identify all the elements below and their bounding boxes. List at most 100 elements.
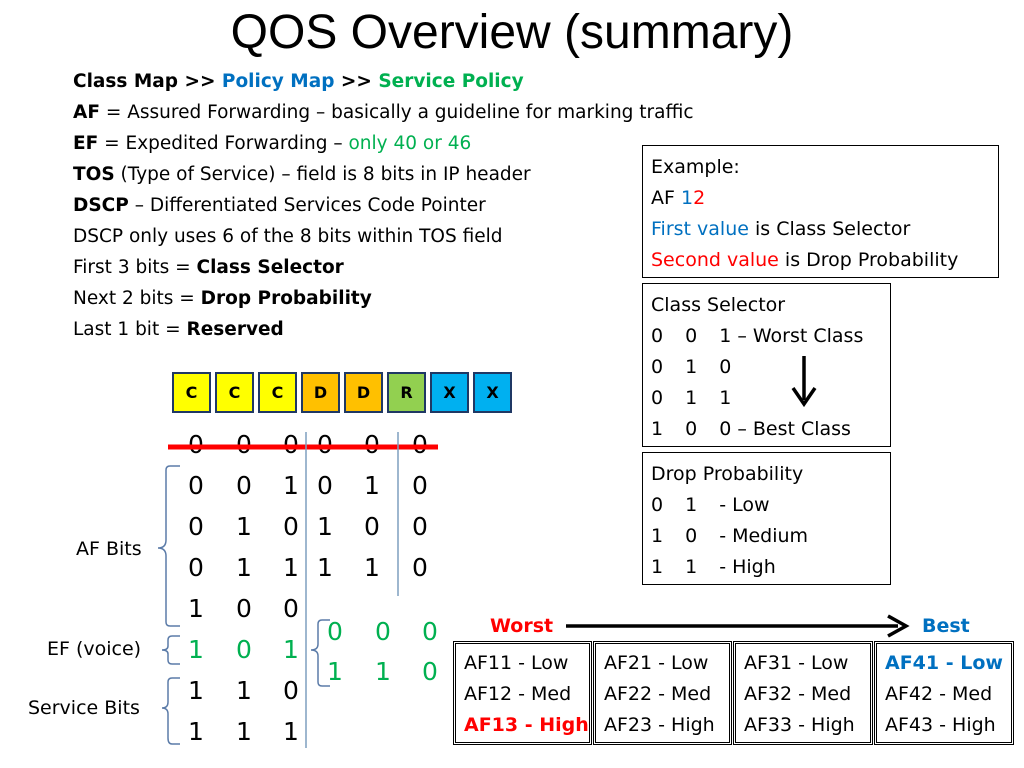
note-policy-map: Policy Map — [221, 71, 335, 92]
ef-bit-digit: 1 — [327, 657, 343, 686]
af-class-2-box: AF21 - Low AF22 - Med AF23 - High — [593, 641, 732, 745]
bit-digit: 1 — [236, 512, 252, 541]
bit-digit: 1 — [188, 594, 204, 623]
bit-digit: 1 — [236, 553, 252, 582]
cs-bit: 0 — [651, 356, 664, 378]
note-line-2: AF = Assured Forwarding – basically a gu… — [73, 97, 694, 128]
ef-voice-label: EF (voice) — [47, 638, 142, 660]
note-term: AF — [73, 102, 100, 123]
example-af-prefix: AF — [651, 187, 681, 209]
cs-bit-desc: 1 – Worst Class — [719, 325, 864, 347]
bit-digit: 1 — [364, 553, 380, 582]
bit-reserved: R — [387, 372, 426, 413]
note-service-policy: Service Policy — [378, 71, 524, 92]
note-highlight: only 40 or 46 — [348, 133, 472, 154]
note-text: Next 2 bits = — [73, 288, 201, 309]
note-line-6: DSCP only uses 6 of the 8 bits within TO… — [73, 226, 503, 247]
bit-digit: 1 — [283, 717, 299, 746]
ef-bit-digit: 0 — [327, 617, 343, 646]
af-entry: AF23 - High — [604, 714, 715, 736]
bit-digit: 0 — [236, 471, 252, 500]
down-arrow-head — [791, 387, 817, 408]
note-text: Last 1 bit = — [73, 319, 187, 340]
af-bits-label: AF Bits — [76, 538, 142, 560]
note-term: Reserved — [186, 319, 284, 340]
note-term: Drop Probability — [200, 288, 372, 309]
cs-bit: 1 — [685, 356, 698, 378]
cs-bit: 0 — [685, 325, 698, 347]
service-bits-label: Service Bits — [28, 697, 140, 719]
bit-digit: 0 — [283, 594, 299, 623]
dp-bit: 1 — [651, 556, 664, 578]
note-class-map: Class Map >> — [73, 71, 222, 92]
note-line-3: EF = Expedited Forwarding – only 40 or 4… — [73, 128, 694, 159]
note-term: TOS — [73, 164, 115, 185]
cs-bit-desc: 1 — [719, 387, 732, 409]
bit-digit: 1 — [317, 553, 333, 582]
example-second-text: is Drop Probability — [778, 249, 959, 271]
bit-digit: 0 — [188, 471, 204, 500]
af-entry: AF21 - Low — [604, 652, 709, 674]
worst-label: Worst — [490, 615, 554, 637]
bit-class-selector: C — [215, 372, 254, 413]
af-entry: AF11 - Low — [464, 652, 569, 674]
dp-bit: 1 — [685, 556, 698, 578]
example-first-value: First value is Class Selector — [651, 214, 990, 245]
bit-digit: 0 — [188, 512, 204, 541]
bit-digit: 1 — [236, 676, 252, 705]
bit-unused: X — [473, 372, 512, 413]
note-term: EF — [73, 133, 99, 154]
tos-bit-bar: C C C D D R X X — [172, 372, 516, 417]
class-selector-title: Class Selector — [651, 294, 786, 316]
af-entry: AF33 - High — [744, 714, 855, 736]
example-second-label: Second value — [651, 249, 779, 271]
af-entry: AF22 - Med — [604, 683, 712, 705]
af-entry: AF32 - Med — [744, 683, 852, 705]
note-text: = Assured Forwarding – basically a guide… — [99, 102, 694, 123]
note-line-1: Class Map >> Policy Map >> Service Polic… — [73, 66, 694, 97]
cs-bit-desc: 0 — [719, 356, 732, 378]
cs-bit: 0 — [651, 387, 664, 409]
ef-bit-digit: 1 — [375, 657, 391, 686]
notes-list: Class Map >> Policy Map >> Service Polic… — [73, 66, 694, 345]
example-second-digit: 2 — [693, 187, 706, 209]
af-class-3-box: AF31 - Low AF32 - Med AF33 - High — [733, 641, 873, 745]
dp-desc: - High — [719, 556, 776, 578]
ef-sub-brace — [310, 619, 330, 687]
cs-bit: 1 — [651, 418, 664, 440]
service-brace — [161, 677, 180, 745]
example-first-digit: 1 — [680, 187, 694, 209]
bit-class-selector: C — [258, 372, 297, 413]
worst-best-arrow-head — [887, 614, 910, 638]
bit-digit: 0 — [283, 512, 299, 541]
note-line-4: TOS (Type of Service) – field is 8 bits … — [73, 159, 694, 190]
bit-digit: 0 — [317, 471, 333, 500]
bit-drop-probability: D — [344, 372, 383, 413]
bit-digit: 1 — [188, 676, 204, 705]
bit-digit: 0 — [283, 676, 299, 705]
dp-desc: - Medium — [719, 525, 809, 547]
af-brace — [157, 465, 180, 627]
note-line-9: Last 1 bit = Reserved — [73, 314, 694, 345]
bit-digit: 0 — [412, 512, 428, 541]
example-title: Example: — [651, 156, 740, 178]
af-entry: AF12 - Med — [464, 683, 572, 705]
note-term: Class Selector — [196, 257, 344, 278]
bit-drop-probability: D — [301, 372, 340, 413]
af-class-1-box: AF11 - Low AF12 - Med AF13 - High — [453, 641, 592, 745]
bit-digit: 0 — [188, 553, 204, 582]
note-line-8: Next 2 bits = Drop Probability — [73, 283, 694, 314]
ef-brace — [161, 635, 180, 665]
cs-bit: 0 — [685, 418, 698, 440]
bit-digit: 0 — [412, 553, 428, 582]
bit-digit: 0 — [412, 471, 428, 500]
best-label: Best — [922, 615, 970, 637]
